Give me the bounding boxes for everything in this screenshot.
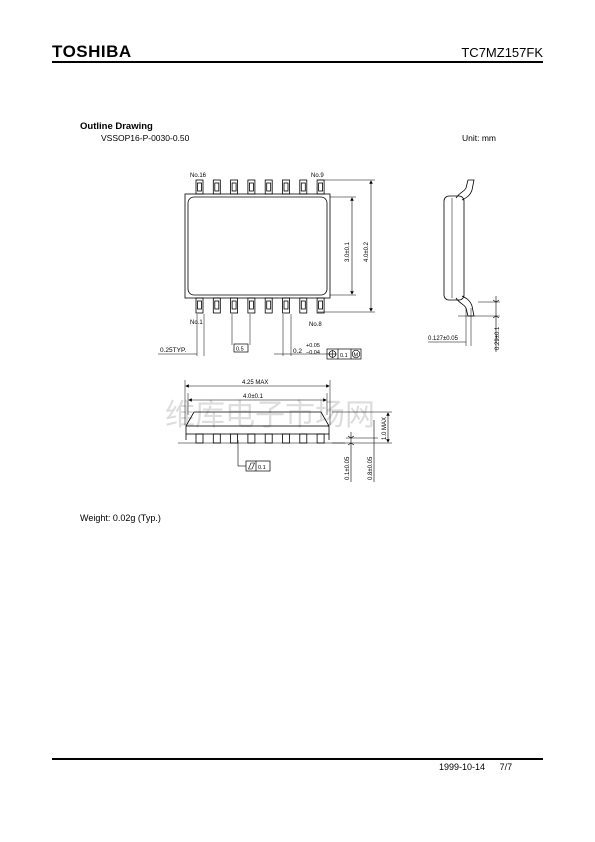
unit-label: Unit: mm — [462, 133, 496, 143]
lead — [316, 297, 325, 314]
pin-label-1: No.1 — [190, 320, 203, 326]
lead — [316, 179, 325, 195]
pitch-dim: 0.5 — [236, 347, 244, 353]
lead-foot — [283, 182, 289, 192]
pin-label-16: No.16 — [190, 173, 207, 179]
front-leads — [195, 433, 325, 444]
pin-label-9: No.9 — [311, 173, 324, 179]
front-view — [178, 380, 392, 482]
lead — [299, 297, 308, 314]
lead — [247, 179, 256, 195]
lead-foot — [248, 182, 254, 192]
weight-label: Weight: 0.02g (Typ.) — [80, 513, 161, 523]
lead-tol-base: 0.2 — [293, 348, 302, 355]
pin-label-8: No.8 — [309, 322, 322, 328]
lead-tol-minus: −0.04 — [306, 350, 320, 356]
max-length-dim: 4.25 MAX — [242, 380, 268, 386]
lead — [247, 297, 256, 314]
lead — [264, 179, 273, 195]
lead-foot — [266, 182, 272, 192]
lead-foot — [231, 300, 237, 310]
lead — [247, 433, 256, 444]
lead-foot — [318, 182, 324, 192]
lead — [299, 179, 308, 195]
body-length-dim: 4.0±0.1 — [243, 394, 264, 400]
top-leads — [195, 179, 325, 195]
package-code: VSSOP16-P-0030-0.50 — [101, 133, 190, 143]
section-title: Outline Drawing — [80, 121, 153, 132]
brand-logo: TOSHIBA — [52, 42, 132, 61]
height-max-dim: 1.0 MAX — [382, 417, 388, 440]
lead — [212, 179, 221, 195]
position-modifier: M — [354, 353, 359, 359]
part-number: TC7MZ157FK — [461, 45, 543, 60]
standoff-dim: 0.1±0.05 — [345, 456, 351, 480]
lead-foot — [318, 300, 324, 310]
lead — [282, 433, 290, 444]
top-view — [158, 179, 375, 360]
footer-page: 7/7 — [499, 762, 513, 772]
lead-foot — [197, 182, 202, 192]
lead-foot — [231, 182, 237, 192]
lead-foot — [266, 300, 272, 310]
body-inner — [187, 196, 328, 296]
lead-foot — [300, 300, 306, 310]
lead — [230, 433, 239, 444]
lead — [195, 433, 204, 444]
lead — [230, 297, 239, 314]
footer-date: 1999-10-14 — [439, 762, 486, 772]
lead — [195, 179, 204, 195]
footer: 1999-10-14 7/7 — [439, 762, 512, 772]
lead-foot — [283, 300, 289, 310]
lead-foot — [214, 182, 220, 192]
lead — [264, 297, 273, 314]
lead — [195, 297, 204, 314]
body-outline — [184, 193, 331, 299]
lead-tol-plus: +0.05 — [306, 343, 320, 349]
body-height-dim: 0.8±0.05 — [368, 456, 374, 480]
lead — [316, 433, 325, 444]
header-rule — [52, 61, 543, 63]
lead — [299, 433, 308, 444]
body-width-dim: 3.0±0.1 — [345, 241, 351, 262]
overall-width-dim: 4.0±0.2 — [364, 241, 370, 262]
lead-foot — [214, 300, 220, 310]
bottom-leads — [195, 297, 325, 314]
watermark: 维库电子市场网 — [165, 399, 375, 432]
lead-thickness-dim: 0.127±0.05 — [428, 336, 459, 342]
lead — [212, 297, 221, 314]
lead-width-dim: 0.25TYP. — [160, 347, 186, 354]
side-view — [428, 179, 500, 352]
footer-rule — [52, 758, 543, 760]
lead-foot — [248, 300, 254, 310]
lead-foot — [300, 182, 306, 192]
lead-foot-dim: 0.29±0.1 — [495, 326, 501, 350]
lead — [230, 179, 239, 195]
lead — [212, 433, 221, 444]
lead-foot — [197, 300, 202, 310]
lead — [264, 433, 273, 444]
flatness-tol: 0.1 — [258, 465, 266, 471]
lead — [282, 179, 290, 195]
lead — [282, 297, 290, 314]
position-tol: 0.1 — [340, 353, 348, 359]
